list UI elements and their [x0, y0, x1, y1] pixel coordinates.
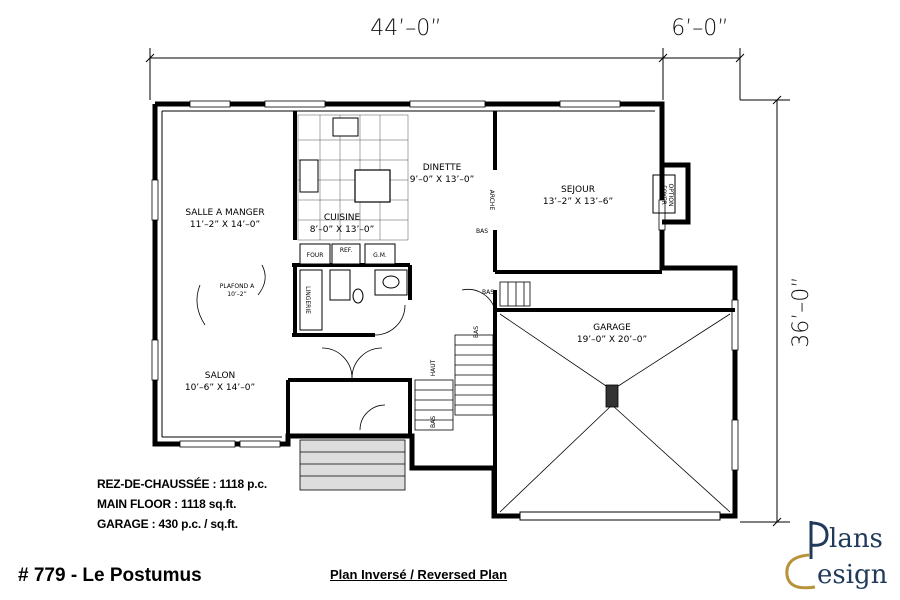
arche-label: ARCHE [488, 190, 495, 211]
bas-label-garage: BAS [482, 289, 494, 296]
salle-a-manger-size: 11’–2” X 14’–0” [190, 220, 260, 230]
foyer-label: FOYER [660, 185, 667, 204]
lingerie-label: LINGERIE [304, 286, 311, 314]
garage-area: GARAGE : 430 p.c. / sq.ft. [97, 517, 238, 531]
dinette-label: DINETTE [423, 163, 462, 173]
door-swings [321, 289, 496, 431]
cuisine-size: 8’–0” X 13’–0” [310, 225, 375, 235]
garage-size: 19’–0” X 20’–0” [577, 335, 647, 345]
garage-door [519, 511, 721, 521]
sejour-size: 13’–2” X 13’–6” [543, 197, 613, 207]
logo-word-lans: lans [829, 524, 883, 554]
sejour-label: SEJOUR [561, 185, 595, 195]
plan-title: # 779 - Le Postumus [18, 565, 202, 586]
width-extra-dimension: 6’–0” [671, 16, 728, 41]
ref-label: REF. [340, 247, 352, 254]
plafond-height: 10’–2” [227, 291, 246, 298]
main-floor-area-fr: REZ-DE-CHAUSSÉE : 1118 p.c. [97, 477, 267, 491]
width-main-dimension: 44’–0” [370, 16, 441, 41]
dinette-size: 9’–0” X 13’–0” [410, 175, 475, 185]
garage-hip-lines [499, 313, 731, 513]
windows [151, 100, 739, 471]
ceiling-arc-arrow [196, 264, 266, 326]
bathroom-fixtures [299, 269, 408, 331]
porch [299, 439, 406, 491]
fireplace [652, 162, 691, 225]
reversed-plan-note: Plan Inversé / Reversed Plan [330, 567, 508, 582]
main-floor-area-en: MAIN FLOOR : 1118 sq.ft. [97, 497, 237, 511]
plafond-label: PLAFOND A [220, 283, 255, 290]
bas-label-lower: BAS [430, 416, 437, 428]
logo-p-glyph-icon [809, 521, 829, 559]
salon-label: SALON [205, 371, 236, 381]
cuisine-label: CUISINE [324, 213, 361, 223]
stairs [414, 281, 531, 431]
bas-label-dinette: BAS [476, 228, 488, 235]
garage-label: GARAGE [593, 323, 631, 333]
haut-label: HAUT [430, 359, 437, 376]
kitchen-tile-grid [297, 114, 409, 241]
dimension-lines [145, 48, 790, 527]
inner-wall-lines [161, 110, 655, 438]
logo-d-swash-icon [785, 553, 816, 590]
bas-label-stair: BAS [473, 326, 480, 338]
logo-word-esign: esign [817, 560, 888, 590]
option-label: OPTION [667, 184, 674, 207]
plans-design-logo: lans esign [785, 521, 888, 590]
gm-label: G.M. [373, 252, 387, 259]
salon-size: 10’–6” X 14’–0” [185, 383, 255, 393]
four-label: FOUR [307, 252, 324, 259]
depth-dimension: 36’–0” [789, 276, 814, 347]
kitchen-appliances [299, 243, 396, 265]
salle-a-manger-label: SALLE A MANGER [185, 208, 264, 218]
